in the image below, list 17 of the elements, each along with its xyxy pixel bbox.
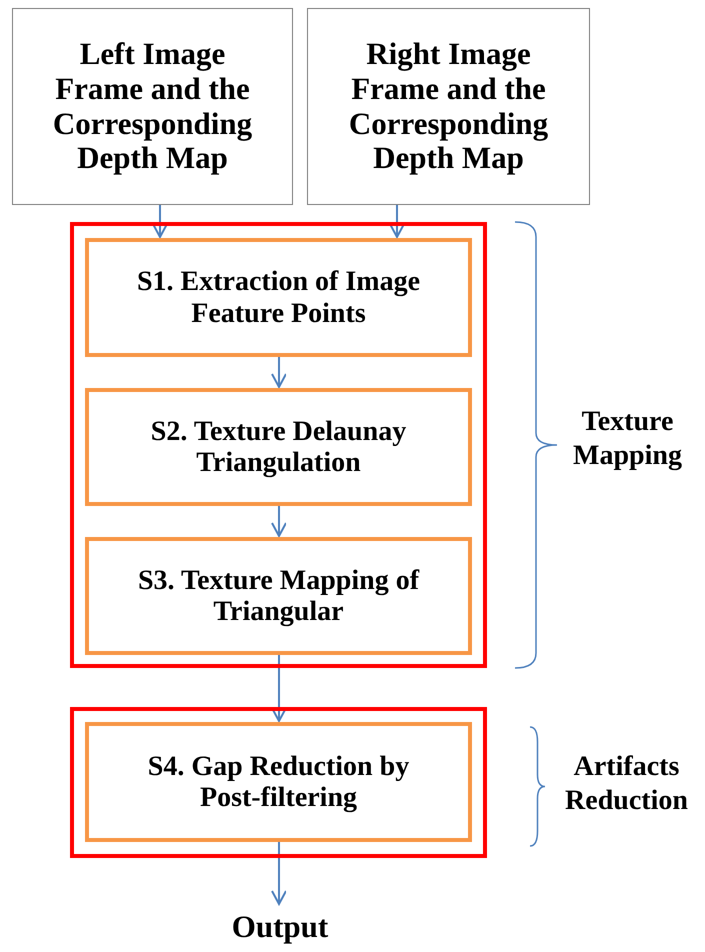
output-label: Output	[232, 910, 328, 945]
arrow	[271, 655, 287, 722]
stage-label: Texture Mapping	[572, 405, 683, 472]
arrow	[271, 842, 287, 905]
arrow	[271, 506, 287, 537]
arrow	[389, 205, 405, 238]
stage-label: Artifacts Reduction	[564, 750, 689, 818]
input-box: Left Image Frame and the Corresponding Depth Map	[12, 8, 293, 205]
process-box: S3. Texture Mapping of Triangular	[85, 537, 472, 655]
group-frame	[70, 707, 487, 858]
arrow	[271, 357, 287, 388]
process-box: S2. Texture Delaunay Triangulation	[85, 388, 472, 506]
arrow	[152, 205, 168, 238]
process-box: S4. Gap Reduction by Post-filtering	[85, 722, 472, 842]
group-frame	[70, 222, 487, 668]
input-box: Right Image Frame and the Corresponding Depth Map	[307, 8, 590, 205]
process-box: S1. Extraction of Image Feature Points	[85, 238, 472, 357]
